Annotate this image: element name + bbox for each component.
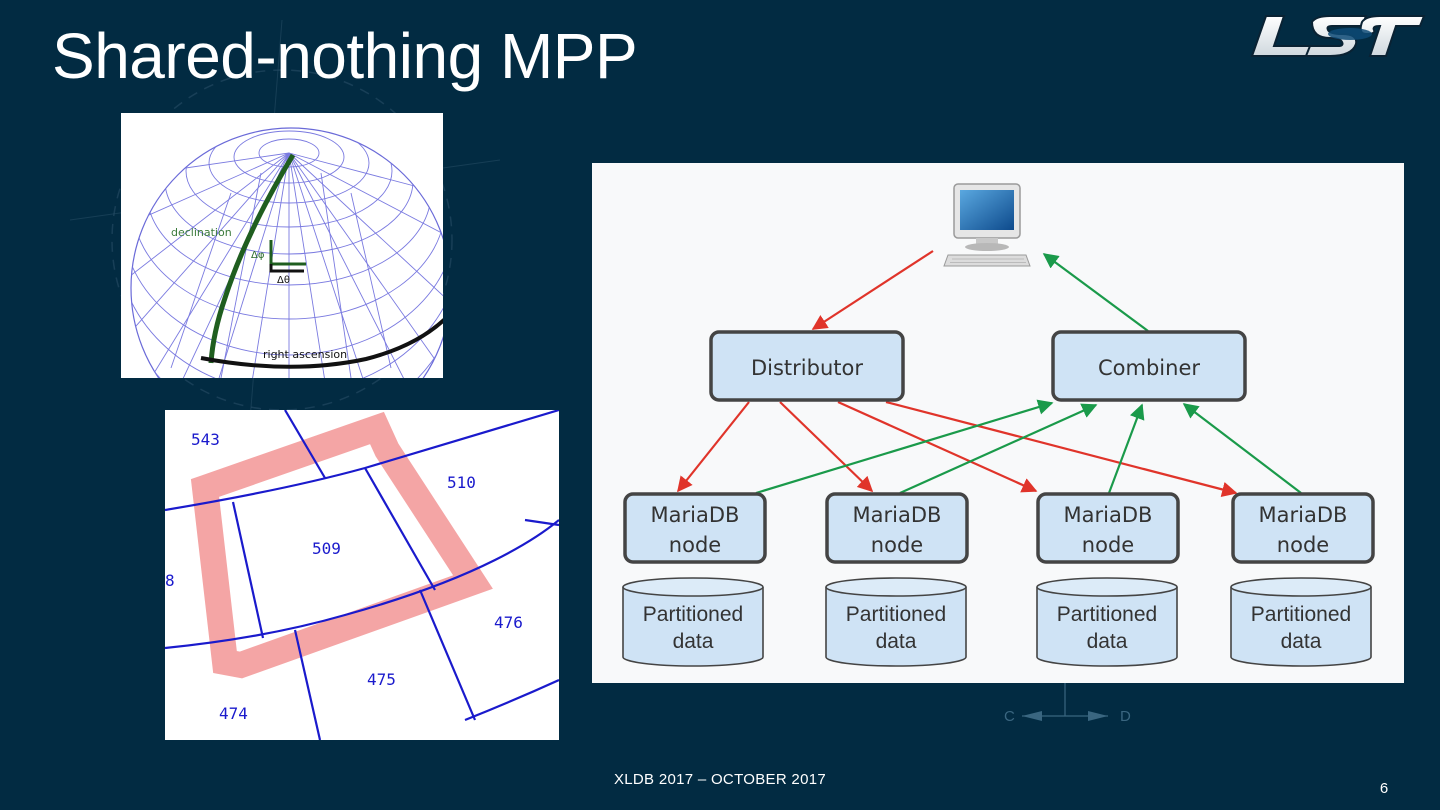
chunk-zoom-image: 543 510 509 8 476 475 474 <box>165 410 559 740</box>
node-label-line1: MariaDB <box>651 503 740 527</box>
result-arrows <box>755 253 1302 495</box>
partitioned-data-cylinder: Partitioned data <box>622 577 764 667</box>
distributor-box: Distributor <box>709 330 905 402</box>
mariadb-node: MariaDB node <box>1231 492 1375 564</box>
storage-label-line2: data <box>1087 630 1128 653</box>
cell-476: 476 <box>494 613 523 632</box>
distributor-label: Distributor <box>751 356 863 380</box>
axis-label-right: D <box>1120 708 1131 725</box>
node-label-line1: MariaDB <box>1064 503 1153 527</box>
partitioned-data-cylinder: Partitioned data <box>1036 577 1178 667</box>
storage-label-line1: Partitioned <box>1251 603 1351 626</box>
declination-label: declination <box>171 226 232 239</box>
arrow-distributor-to-node-1 <box>677 401 750 493</box>
combiner-label: Combiner <box>1098 356 1200 380</box>
request-arrows <box>677 250 1238 497</box>
arrow-combiner-to-computer <box>1042 253 1149 332</box>
arrow-node-4-to-combiner <box>1182 403 1302 494</box>
combiner-box: Combiner <box>1051 330 1247 402</box>
partitioned-data-cylinder: Partitioned data <box>825 577 967 667</box>
arrow-distributor-to-node-3 <box>837 400 1038 493</box>
axis-label-left: C <box>1004 708 1015 725</box>
storage-label-line2: data <box>1281 630 1322 653</box>
cell-509: 509 <box>312 539 341 558</box>
slide-footer: XLDB 2017 – OCTOBER 2017 <box>613 771 827 788</box>
mariadb-node: MariaDB node <box>1036 492 1180 564</box>
cell-510: 510 <box>447 473 476 492</box>
page-number: 6 <box>1379 780 1389 797</box>
slide-title: Shared-nothing MPP <box>52 20 638 92</box>
arrow-distributor-to-node-2 <box>779 401 874 493</box>
arrow-node-3-to-combiner <box>1107 403 1145 494</box>
storage-label-line1: Partitioned <box>846 603 946 626</box>
storage-label-line1: Partitioned <box>1057 603 1157 626</box>
arrow-computer-to-distributor <box>811 250 934 330</box>
node-label-line1: MariaDB <box>853 503 942 527</box>
partitioned-data-cylinder: Partitioned data <box>1230 577 1372 667</box>
mariadb-node: MariaDB node <box>825 492 969 564</box>
delta-phi-label: Δφ <box>251 250 265 261</box>
sphere-partition-image: declination Δφ Δθ right ascension <box>121 113 443 378</box>
cell-8: 8 <box>165 571 175 590</box>
right-ascension-label: right ascension <box>263 348 347 361</box>
mariadb-node: MariaDB node <box>623 492 767 564</box>
cell-475: 475 <box>367 670 396 689</box>
arrow-node-2-to-combiner <box>899 403 1098 495</box>
cell-543: 543 <box>191 430 220 449</box>
node-label-line2: node <box>669 533 721 557</box>
storage-label-line2: data <box>673 630 714 653</box>
delta-theta-label: Δθ <box>277 275 290 286</box>
node-label-line2: node <box>871 533 923 557</box>
node-label-line2: node <box>1277 533 1329 557</box>
storage-label-line1: Partitioned <box>643 603 743 626</box>
cell-number-labels: 543 510 509 8 476 475 474 <box>165 430 523 723</box>
arrow-node-1-to-combiner <box>755 399 1054 495</box>
storage-label-line2: data <box>876 630 917 653</box>
architecture-diagram: Distributor Combiner MariaDB node MariaD… <box>592 163 1404 683</box>
cell-474: 474 <box>219 704 248 723</box>
computer-icon <box>943 183 1031 267</box>
node-label-line1: MariaDB <box>1259 503 1348 527</box>
arrow-distributor-to-node-4 <box>885 400 1238 497</box>
node-label-line2: node <box>1082 533 1134 557</box>
lsst-logo <box>1250 15 1426 57</box>
